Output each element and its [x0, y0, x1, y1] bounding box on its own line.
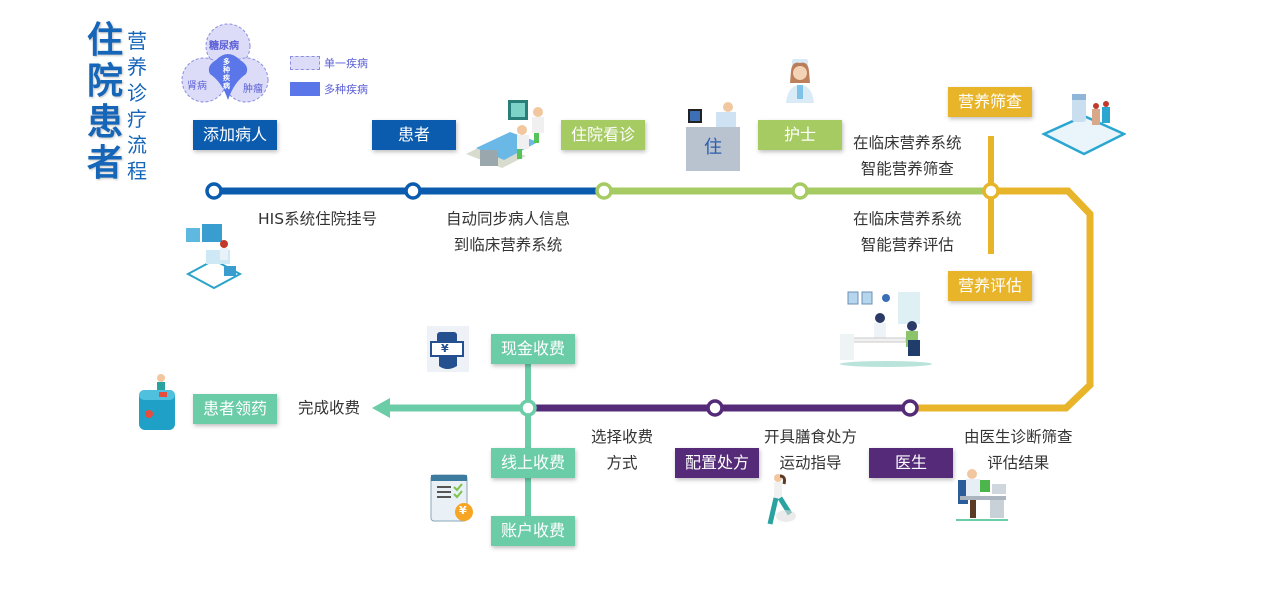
desc-smart-assessment: 在临床营养系统 智能营养评估: [853, 206, 962, 258]
yen-glyph: ¥: [441, 342, 449, 355]
stage-prescription[interactable]: 配置处方: [675, 448, 759, 478]
arrow-head: [372, 398, 390, 418]
stage-inpatient-visit[interactable]: 住院看诊: [561, 120, 645, 150]
desc-line: 评估结果: [987, 454, 1050, 472]
line-gold: [910, 187, 1094, 412]
stage-nurse[interactable]: 护士: [758, 120, 842, 150]
desc-line: 智能营养筛查: [860, 160, 954, 178]
desc-line: 智能营养评估: [860, 236, 954, 254]
subtitle-char: 流: [127, 133, 147, 157]
subtitle-char: 诊: [127, 81, 147, 105]
cash-payment-icon: ¥: [427, 326, 469, 372]
nurse-icon: [786, 59, 814, 103]
title-char: 患: [86, 102, 123, 143]
desc-diet-prescription: 开具膳食处方 运动指导: [764, 424, 857, 476]
stage-pick-medicine[interactable]: 患者领药: [193, 394, 277, 424]
venn-label-tumor: 肿瘤: [243, 84, 263, 95]
node-sync[interactable]: [404, 182, 422, 200]
stage-add-patient[interactable]: 添加病人: [193, 120, 277, 150]
admission-desk-icon: 住: [676, 97, 746, 177]
desc-line: 开具膳食处方: [764, 428, 858, 446]
desc-line: 在临床营养系统: [853, 134, 962, 152]
online-payment-icon: ¥: [430, 474, 474, 524]
screening-medicine-icon: [1041, 94, 1126, 156]
desc-sync-info: 自动同步病人信息 到临床营养系统: [446, 206, 570, 258]
stage-online-payment[interactable]: 线上收费: [491, 448, 575, 478]
legend-single-label: 单一疾病: [324, 57, 368, 70]
legend-multi-swatch: [290, 82, 320, 96]
registration-desk-icon: [185, 224, 243, 290]
yen-glyph: ¥: [459, 504, 467, 517]
consultation-icon: [840, 291, 932, 367]
page-title: 住 院 患 者: [86, 20, 124, 184]
desc-his-register: HIS系统住院挂号: [258, 210, 378, 228]
desc-line: 自动同步病人信息: [446, 210, 571, 228]
subtitle-char: 营: [127, 29, 147, 53]
node-his-register[interactable]: [205, 182, 223, 200]
subtitle-char: 养: [127, 55, 147, 79]
venn-diagram: [181, 23, 269, 103]
title-char: 者: [86, 143, 123, 184]
running-woman-icon: [767, 474, 796, 525]
desc-complete-payment: 完成收费: [298, 399, 361, 417]
stage-account-payment[interactable]: 账户收费: [491, 516, 575, 546]
pharmacy-counter-icon: [139, 374, 175, 430]
node-nurse[interactable]: [791, 182, 809, 200]
stage-doctor[interactable]: 医生: [869, 448, 953, 478]
doctor-desk-icon: [956, 469, 1008, 521]
admission-desk-glyph: 住: [704, 137, 722, 158]
stage-patient[interactable]: 患者: [372, 120, 456, 150]
node-visit[interactable]: [595, 182, 613, 200]
subtitle-char: 程: [127, 159, 147, 183]
node-screening[interactable]: [982, 182, 1000, 200]
title-char: 住: [86, 20, 123, 61]
page-subtitle: 营 养 诊 疗 流 程: [124, 28, 150, 184]
subtitle-char: 疗: [127, 107, 147, 131]
node-prescription[interactable]: [706, 399, 724, 417]
desc-line: 选择收费: [591, 428, 654, 446]
desc-choose-payment: 选择收费 方式: [591, 424, 653, 476]
desc-line: 运动指导: [779, 454, 842, 472]
desc-doctor-result: 由医生诊断筛查 评估结果: [964, 424, 1073, 476]
stage-nutrition-assessment[interactable]: 营养评估: [948, 271, 1032, 301]
venn-label-kidney: 肾病: [187, 81, 207, 92]
desc-line: 到临床营养系统: [453, 236, 563, 254]
venn-label-diabetes: 糖尿病: [209, 41, 239, 52]
desc-smart-screening: 在临床营养系统 智能营养筛查: [853, 130, 962, 182]
legend-single-swatch: [290, 56, 320, 70]
desc-line: 方式: [606, 454, 638, 472]
desc-line: 在临床营养系统: [853, 210, 962, 228]
node-doctor[interactable]: [901, 399, 919, 417]
node-payment[interactable]: [519, 399, 537, 417]
venn-center-label: 多种疾病: [223, 58, 230, 90]
legend-multi-label: 多种疾病: [324, 83, 368, 96]
doctors-computer-icon: [466, 100, 544, 168]
title-char: 院: [86, 61, 123, 102]
stage-nutrition-screening[interactable]: 营养筛查: [948, 87, 1032, 117]
desc-line: 由医生诊断筛查: [964, 428, 1073, 446]
stage-cash-payment[interactable]: 现金收费: [491, 334, 575, 364]
